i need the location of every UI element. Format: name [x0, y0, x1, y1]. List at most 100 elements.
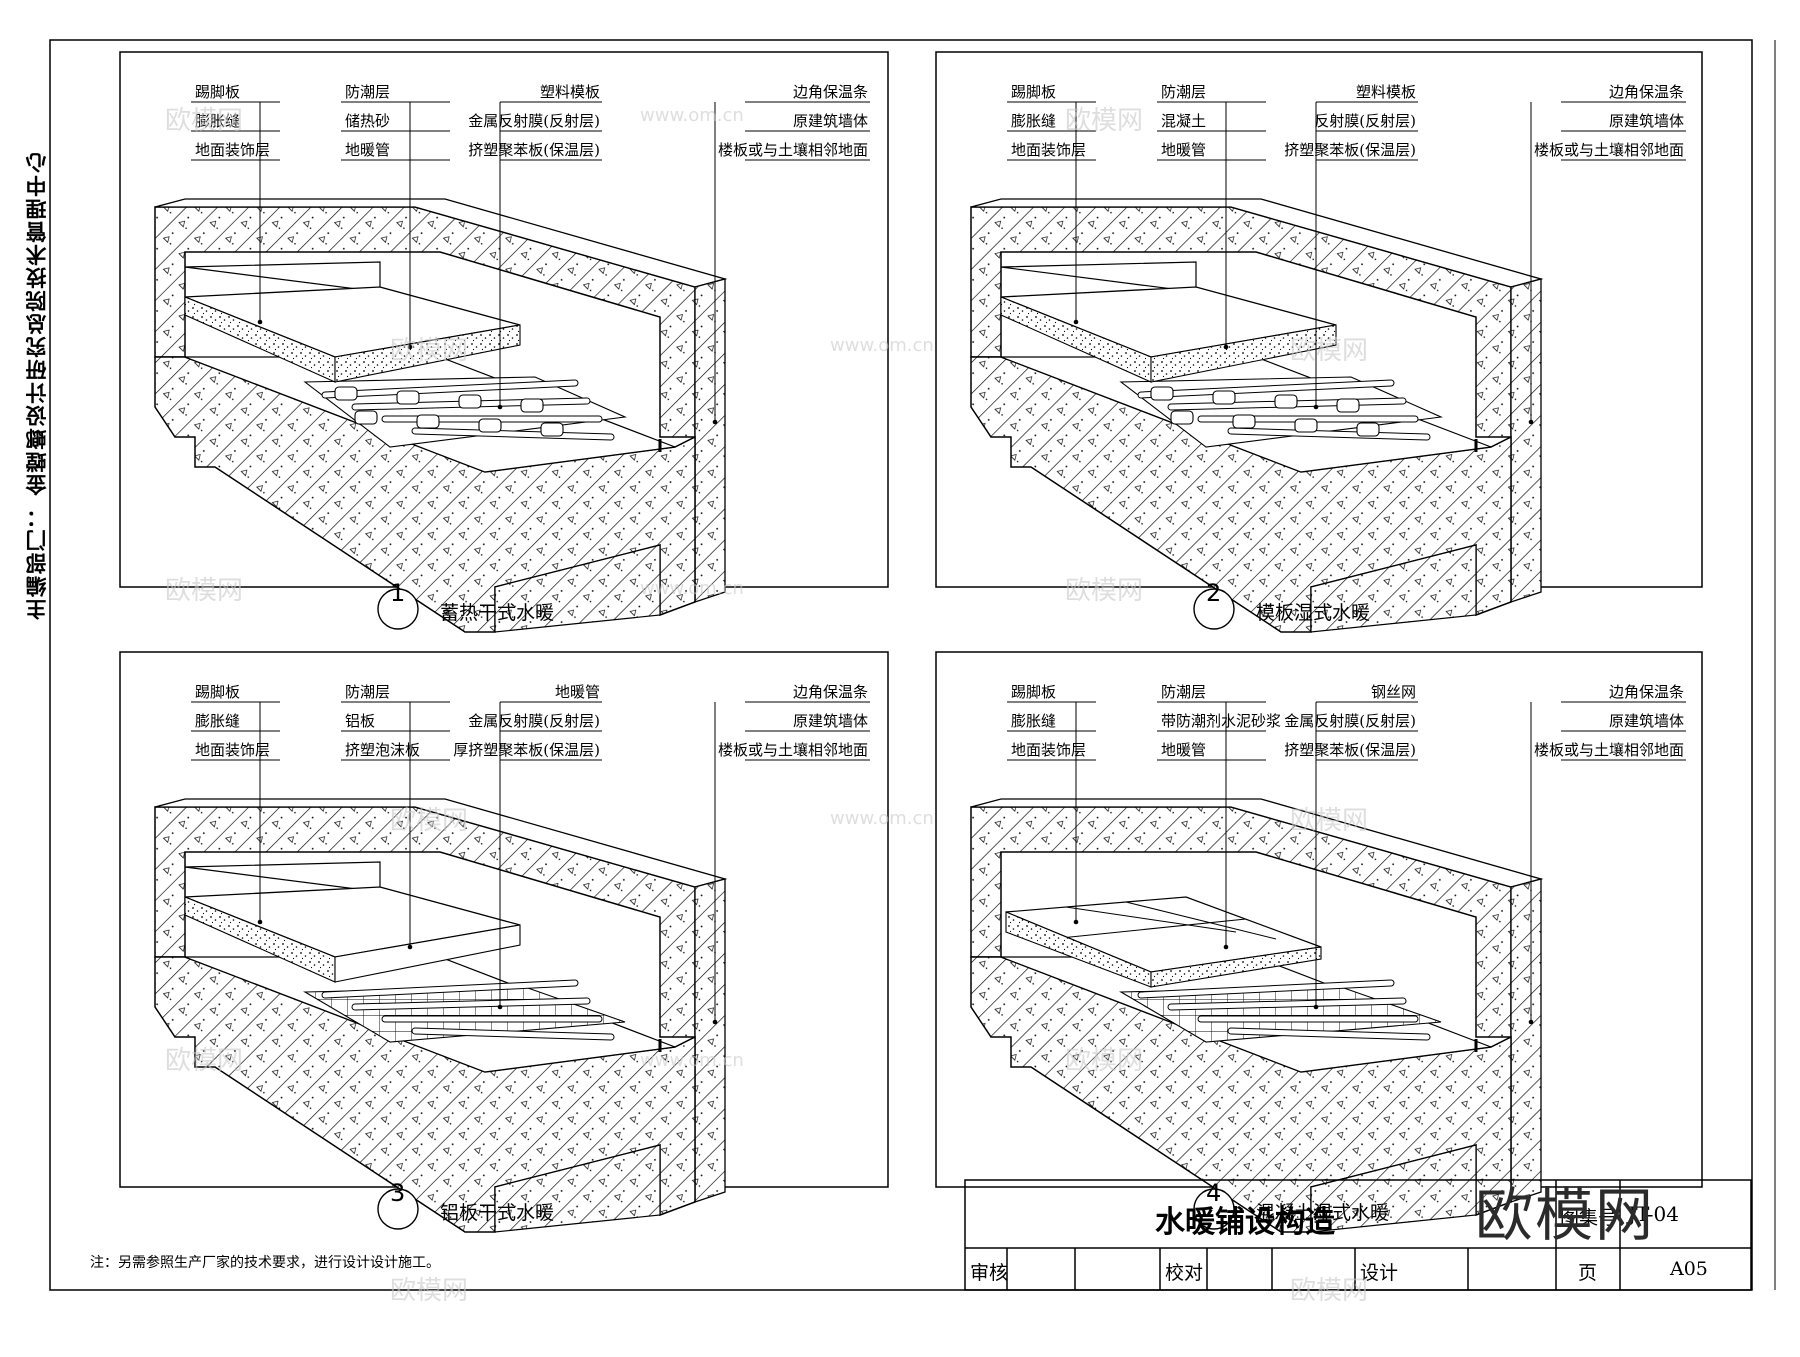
- detail-caption: 模板湿式水暖: [1256, 602, 1371, 624]
- leader-dot: [1313, 1004, 1319, 1010]
- callout-label: 踢脚板: [195, 683, 241, 701]
- template-boss: [1274, 394, 1298, 409]
- floor-section-drawing: [970, 798, 1544, 1233]
- right-wall-face: [1510, 878, 1542, 1203]
- template-boss: [458, 394, 482, 409]
- detail-number: 2: [1206, 579, 1222, 607]
- leader-dot: [1528, 419, 1534, 425]
- detail-caption: 铝板干式水暖: [440, 1202, 555, 1224]
- floor-section-drawing: [154, 198, 728, 633]
- detail-caption: 蓄热干式水暖: [440, 602, 555, 624]
- watermark-brand: 欧模网: [165, 576, 244, 606]
- callout-label: 挤塑聚苯板(保温层): [468, 141, 600, 159]
- detail-number-circle: [1193, 588, 1235, 630]
- callout-label: 地面装饰层: [195, 141, 271, 159]
- callout-label: 金属反射膜(反射层): [1284, 712, 1416, 730]
- slab-front-face: [494, 544, 661, 633]
- detail-number: 1: [390, 579, 406, 607]
- detail-caption: 混凝土湿式水暖: [1256, 1202, 1390, 1224]
- leader-dot: [712, 1019, 718, 1025]
- callout-label: 边角保温条: [1608, 83, 1684, 101]
- heating-pipe-fill: [1138, 380, 1394, 398]
- callout-label: 边角保温条: [1608, 683, 1684, 701]
- skirting-board: [1000, 261, 1197, 293]
- callout-label: 地面装饰层: [1011, 141, 1087, 159]
- page-label: 页: [1578, 1262, 1598, 1284]
- tile-joints: [1050, 901, 1277, 940]
- detail-number-circle: [377, 588, 419, 630]
- right-wall-face: [1510, 278, 1542, 603]
- callout-label: 地面装饰层: [1011, 741, 1087, 759]
- leader-dot: [1073, 919, 1079, 925]
- watermark-brand: 欧模网: [390, 1276, 469, 1306]
- heating-pipe-fill: [322, 980, 578, 998]
- watermark-brand: 欧模网: [1065, 1046, 1144, 1076]
- template-boss: [354, 410, 378, 425]
- callout-label: 原建筑墙体: [1608, 112, 1684, 130]
- detail-panel-3: [119, 651, 889, 1233]
- template-boss: [540, 422, 564, 437]
- callout-label: 塑料模板: [539, 83, 600, 101]
- heating-pipe-fill: [412, 1028, 614, 1040]
- template-boss: [478, 418, 502, 433]
- heating-pipe-fill: [1138, 980, 1394, 998]
- right-wall-face: [694, 278, 726, 603]
- template-boss: [520, 398, 544, 413]
- fill-layer-front: [1150, 324, 1337, 383]
- page-number: A05: [1670, 1258, 1708, 1280]
- sheet-border: [49, 39, 1753, 1291]
- callout-label: 钢丝网: [1370, 683, 1416, 701]
- callout-label: 厚挤塑聚苯板(保温层): [453, 741, 600, 759]
- heating-pipe-fill: [1228, 428, 1430, 440]
- detail-panel-2: [935, 51, 1703, 633]
- leader-dot: [1073, 319, 1079, 325]
- leader-dot: [1223, 344, 1229, 350]
- callout-label: 防潮层: [345, 683, 391, 701]
- callout-label: 防潮层: [1161, 83, 1207, 101]
- leader-dot: [497, 1004, 503, 1010]
- drawing-title: 水暖铺设构造: [1155, 1205, 1335, 1240]
- floor-section-drawing: [154, 798, 728, 1233]
- leader-dot: [1528, 1019, 1534, 1025]
- callout-label: 金属反射膜(反射层): [468, 112, 600, 130]
- watermark-brand: 欧模网: [1290, 806, 1369, 836]
- callout-label: 踢脚板: [195, 83, 241, 101]
- callout-label: 膨胀缝: [195, 112, 241, 130]
- callout-label: 塑料模板: [1355, 83, 1416, 101]
- callout-label: 原建筑墙体: [792, 112, 868, 130]
- leader-dot: [407, 344, 413, 350]
- heating-pipe-fill: [1168, 998, 1406, 1010]
- watermark-brand: 欧模网: [1290, 336, 1369, 366]
- title-block-frame: [964, 1179, 1752, 1291]
- heating-pipe-fill: [412, 428, 614, 440]
- template-boss: [1212, 390, 1236, 405]
- watermark-brand: 欧模网: [165, 106, 244, 136]
- callout-label: 防潮层: [1161, 683, 1207, 701]
- leader-dot: [1313, 404, 1319, 410]
- leader-dot: [257, 919, 263, 925]
- callout-label: 挤塑聚苯板(保温层): [1284, 741, 1416, 759]
- slab-front-face: [1310, 544, 1477, 633]
- watermark-logo: 欧模网: [1475, 1181, 1656, 1249]
- watermark-brand: 欧模网: [390, 336, 469, 366]
- watermark-site: www.om.cn: [830, 808, 934, 829]
- heating-pipe-fill: [1228, 1028, 1430, 1040]
- detail-number-circle: [377, 1188, 419, 1230]
- template-boss: [1232, 414, 1256, 429]
- callout-label: 膨胀缝: [195, 712, 241, 730]
- slab-front-face: [1310, 1144, 1477, 1233]
- callout-label: 挤塑泡沫板: [345, 741, 421, 759]
- callout-label: 边角保温条: [792, 83, 868, 101]
- template-boss: [416, 414, 440, 429]
- callout-label: 边角保温条: [792, 683, 868, 701]
- slab-front-face: [494, 1144, 661, 1233]
- editor-department-title: 主编部门： 金螳螂设计研究总院技术管理中心: [25, 150, 49, 620]
- callout-label: 带防潮剂水泥砂浆: [1161, 712, 1282, 730]
- callout-label: 踢脚板: [1011, 683, 1057, 701]
- callout-label: 挤塑聚苯板(保温层): [1284, 141, 1416, 159]
- construction-note: 注：另需参照生产厂家的技术要求，进行设计设计施工。: [90, 1255, 440, 1271]
- template-boss: [1150, 386, 1174, 401]
- callout-label: 储热砂: [345, 112, 391, 130]
- callout-label: 原建筑墙体: [792, 712, 868, 730]
- watermark-site: www.om.cn: [830, 335, 934, 356]
